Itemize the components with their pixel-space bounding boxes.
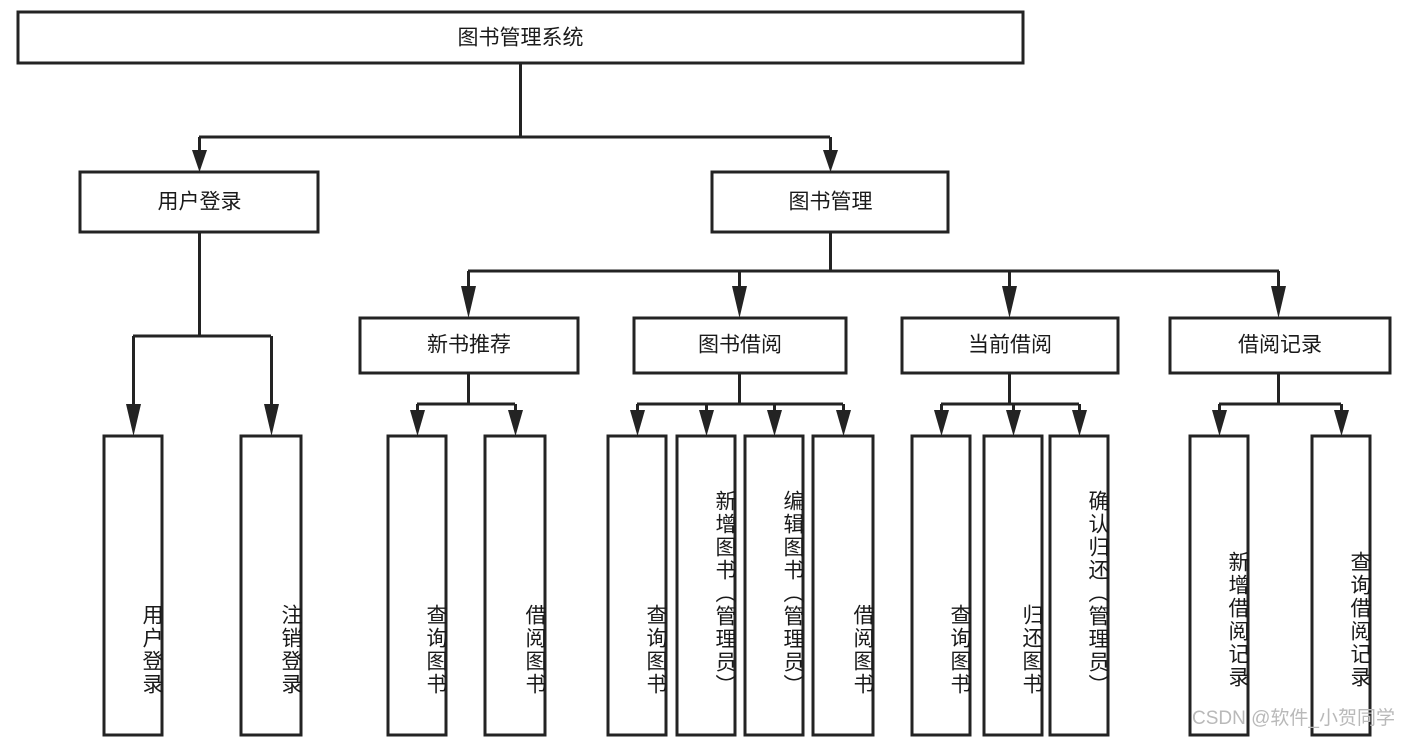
node-root[interactable]: 图书管理系统: [16, 10, 1025, 65]
node-leaf-add-book-box[interactable]: [675, 434, 737, 737]
leaf-node-layer: [102, 434, 1372, 737]
node-book-borrow-label: 图书借阅: [698, 334, 782, 357]
arrow-head-borrow-record: [1271, 286, 1286, 318]
node-leaf-add-record-box[interactable]: [1188, 434, 1250, 737]
node-leaf-borrow-book-1-box[interactable]: [483, 434, 547, 737]
node-leaf-edit-book-box[interactable]: [743, 434, 805, 737]
arrow-head-leaf-query-book-1: [410, 410, 425, 436]
node-book-borrow-box[interactable]: [632, 316, 848, 375]
node-leaf-query-book-2-box[interactable]: [606, 434, 668, 737]
arrow-head-leaf-borrow-book-1: [508, 410, 523, 436]
arrow-head-book-manage: [823, 150, 838, 172]
node-borrow-record-label: 借阅记录: [1238, 334, 1322, 357]
connector-layer: [126, 63, 1349, 436]
node-leaf-query-book-3-box[interactable]: [910, 434, 972, 737]
node-current-borrow-label: 当前借阅: [968, 334, 1052, 357]
node-leaf-query-record-box[interactable]: [1310, 434, 1372, 737]
node-leaf-query-book-1-box[interactable]: [386, 434, 448, 737]
node-leaf-user-login-box[interactable]: [102, 434, 164, 737]
arrow-head-leaf-query-book-2: [630, 410, 645, 436]
arrow-head-leaf-confirm-return: [1072, 410, 1087, 436]
arrow-head-book-borrow: [732, 286, 747, 318]
node-user-login-label: 用户登录: [158, 191, 242, 214]
arrow-head-leaf-add-record: [1212, 410, 1227, 436]
node-leaf-confirm-return-box[interactable]: [1048, 434, 1110, 737]
arrow-head-user-login: [192, 150, 207, 172]
arrow-head-leaf-return-book: [1006, 410, 1021, 436]
node-borrow-record[interactable]: 借阅记录: [1168, 316, 1392, 375]
node-new-book-recommend[interactable]: 新书推荐: [358, 316, 580, 375]
csdn-watermark: CSDN @软件_小贺同学: [1192, 708, 1395, 729]
arrow-head-leaf-query-record: [1334, 410, 1349, 436]
node-leaf-return-book-box[interactable]: [982, 434, 1044, 737]
arrow-head-leaf-user-login: [126, 404, 141, 436]
node-new-book-recommend-box[interactable]: [358, 316, 580, 375]
arrow-head-leaf-query-book-3: [934, 410, 949, 436]
node-book-manage-box[interactable]: [710, 170, 950, 234]
node-root-box[interactable]: [16, 10, 1025, 65]
node-user-login[interactable]: 用户登录: [78, 170, 320, 234]
node-current-borrow[interactable]: 当前借阅: [900, 316, 1120, 375]
arrow-head-leaf-borrow-book-2: [836, 410, 851, 436]
arrow-head-new-book-recommend: [461, 286, 476, 318]
node-book-manage[interactable]: 图书管理: [710, 170, 950, 234]
node-current-borrow-box[interactable]: [900, 316, 1120, 375]
arrow-head-current-borrow: [1002, 286, 1017, 318]
node-book-borrow[interactable]: 图书借阅: [632, 316, 848, 375]
arrow-head-leaf-add-book: [699, 410, 714, 436]
node-leaf-user-logout-box[interactable]: [239, 434, 303, 737]
arrow-head-leaf-user-logout: [264, 404, 279, 436]
node-new-book-recommend-label: 新书推荐: [427, 334, 511, 357]
node-book-manage-label: 图书管理: [789, 191, 873, 214]
node-leaf-borrow-book-2-box[interactable]: [811, 434, 875, 737]
arrow-head-leaf-edit-book: [767, 410, 782, 436]
node-root-label: 图书管理系统: [458, 27, 584, 50]
node-user-login-box[interactable]: [78, 170, 320, 234]
node-borrow-record-box[interactable]: [1168, 316, 1392, 375]
